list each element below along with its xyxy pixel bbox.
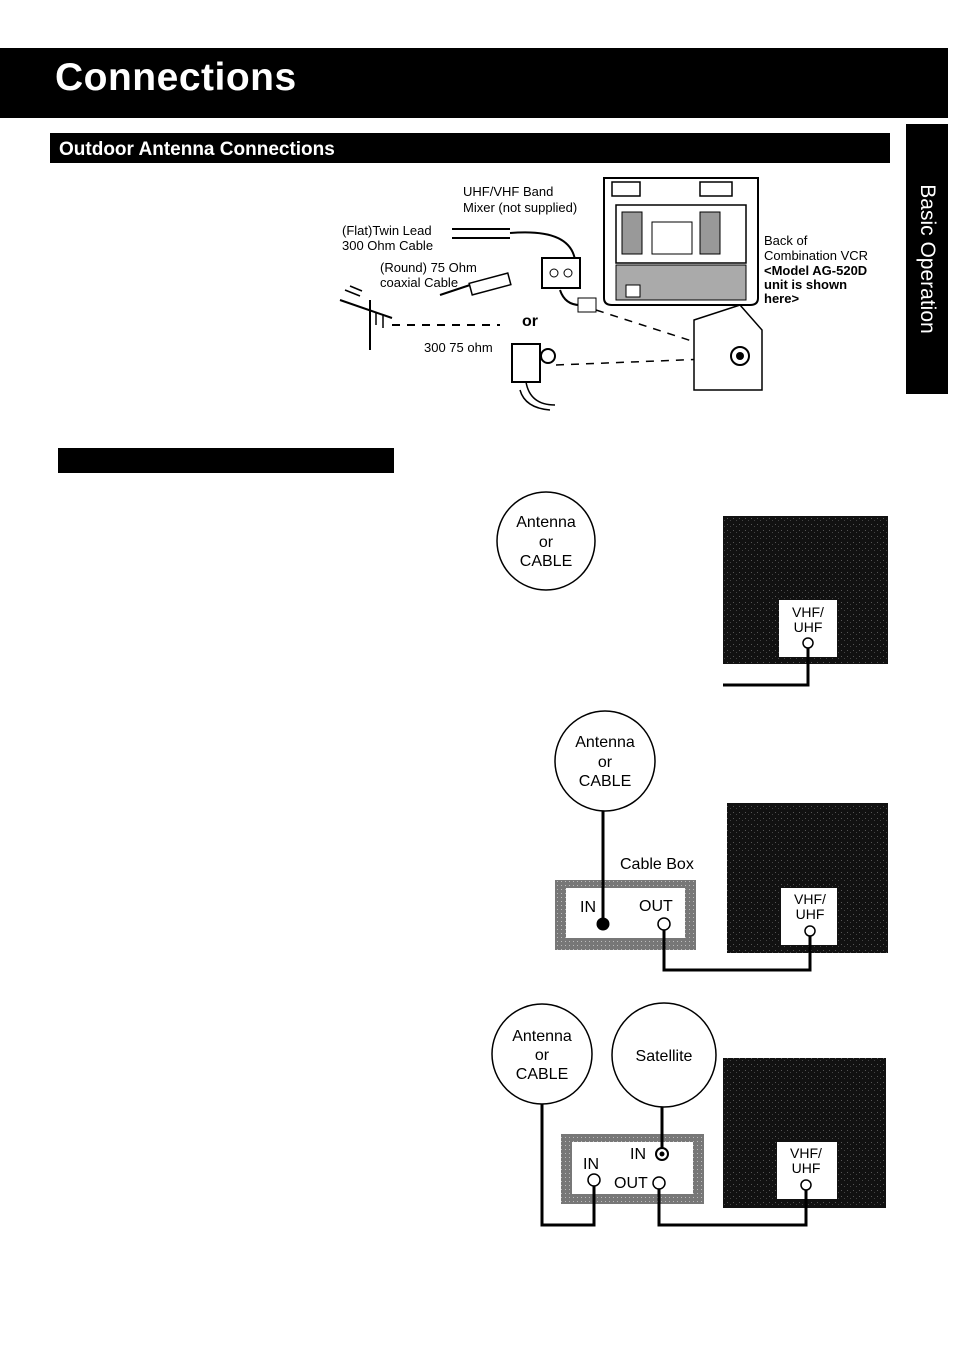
mixer-label-1: UHF/VHF Band	[463, 184, 553, 199]
section-header-blank	[58, 448, 394, 473]
sat-in-label: IN	[630, 1146, 646, 1163]
page-title: Connections	[55, 56, 297, 99]
antenna-icon	[339, 285, 393, 350]
vcr-back-illustration	[603, 177, 763, 391]
in-label: IN	[583, 1156, 599, 1173]
transformer-jack	[540, 348, 556, 364]
source-label-1: Antenna	[575, 734, 635, 751]
mixer-label-2: Mixer (not supplied)	[463, 200, 577, 215]
vhf-uhf-jack	[802, 637, 814, 649]
source-label-2: or	[539, 534, 554, 551]
jack-label-2: UHF	[796, 906, 825, 922]
source-label-2: or	[598, 754, 613, 771]
transformer-label: 300 75 ohm	[424, 340, 493, 355]
source-label-1: Antenna	[512, 1028, 572, 1045]
vhf-uhf-jack	[804, 925, 816, 937]
side-tab: Basic Operation	[906, 124, 948, 394]
back-label-2: Combination VCR	[764, 248, 868, 263]
mixer-output-plug	[577, 297, 597, 313]
diagram-antenna-direct: Antenna or CABLE VHF/ UHF	[496, 491, 888, 687]
twin-lead-cable	[509, 231, 576, 261]
or-label: or	[522, 313, 538, 330]
diagram-cable-box: Antenna or CABLE Cable Box IN OUT VHF/ U…	[554, 710, 888, 972]
in-jack	[596, 917, 610, 931]
in-label: IN	[580, 899, 596, 916]
back-label-1: Back of	[764, 233, 808, 248]
coax-cable	[439, 284, 471, 296]
source-label-3: CABLE	[520, 553, 572, 570]
title-bar: Connections	[0, 48, 948, 118]
model-label-1: <Model AG-520D	[764, 263, 867, 278]
out-label: OUT	[614, 1175, 648, 1192]
band-mixer	[541, 257, 581, 289]
in-jack	[587, 1173, 601, 1187]
out-jack	[652, 1176, 666, 1190]
out-label: OUT	[639, 898, 673, 915]
sat-in-jack-center	[659, 1151, 665, 1157]
antenna-source-circle	[554, 710, 656, 812]
outdoor-antenna-diagram: UHF/VHF Band Mixer (not supplied) (Flat)…	[339, 177, 868, 411]
coax-line	[662, 930, 812, 972]
source-label-2: or	[535, 1047, 550, 1064]
transformer-lead	[525, 381, 556, 406]
twin-lead-label-2: 300 Ohm Cable	[342, 238, 433, 253]
model-label-2: unit is shown	[764, 277, 847, 292]
section-notch	[342, 163, 890, 175]
source-label-1: Antenna	[516, 514, 576, 531]
mixer-terminal	[549, 268, 559, 278]
jack-label-1: VHF/	[792, 604, 824, 620]
vhf-uhf-jack	[800, 1179, 812, 1191]
coax-plug	[468, 272, 512, 296]
jack-label-1: VHF/	[794, 891, 826, 907]
satellite-label: Satellite	[636, 1048, 693, 1065]
mixer-output-cable	[559, 289, 581, 306]
source-label-3: CABLE	[516, 1066, 568, 1083]
antenna-source-circle	[496, 491, 596, 591]
mixer-terminal	[563, 268, 573, 278]
coax-label-2: coaxial Cable	[380, 275, 458, 290]
twin-lead-label-1: (Flat)Twin Lead	[342, 223, 432, 238]
source-label-3: CABLE	[579, 773, 631, 790]
jack-label-2: UHF	[794, 619, 823, 635]
model-label-3: here>	[764, 291, 799, 306]
transformer-lead	[519, 389, 551, 411]
jack-label-1: VHF/	[790, 1145, 822, 1161]
satellite-circle	[611, 1002, 717, 1108]
coax-line	[657, 1189, 808, 1227]
out-jack	[657, 917, 671, 931]
diagram-satellite: Antenna or CABLE Satellite IN IN OUT VHF…	[491, 1002, 886, 1227]
cable-box-label: Cable Box	[620, 856, 694, 873]
section-header: Outdoor Antenna Connections	[50, 133, 890, 163]
matching-transformer	[511, 343, 541, 383]
section-title: Outdoor Antenna Connections	[59, 139, 335, 160]
jack-label-2: UHF	[792, 1160, 821, 1176]
coax-label-1: (Round) 75 Ohm	[380, 260, 477, 275]
coax-line	[723, 648, 810, 687]
coax-line	[540, 1104, 596, 1227]
